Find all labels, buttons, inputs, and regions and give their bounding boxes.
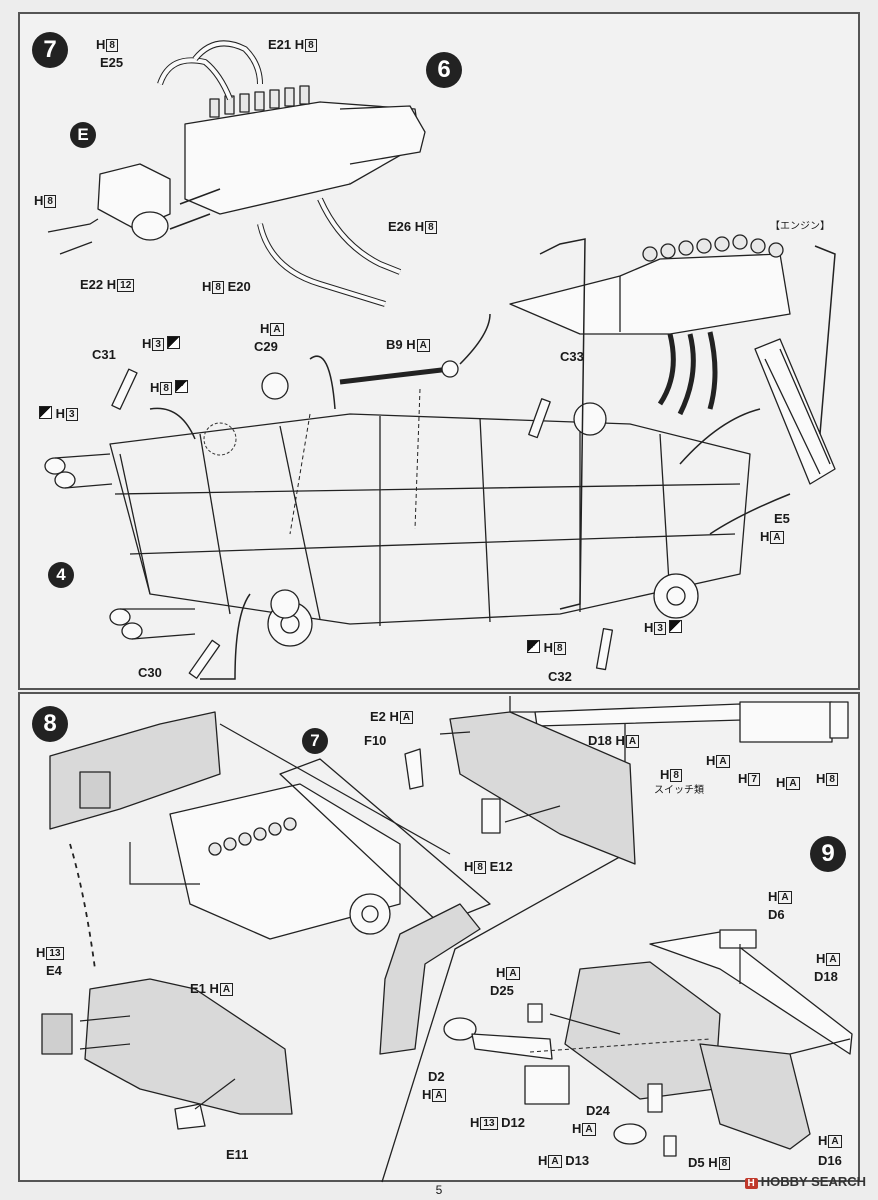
part-label-e5: E5 (774, 511, 790, 526)
step-7-marker: 7 (32, 32, 68, 68)
subassembly-4-marker: 4 (48, 562, 74, 588)
part-label-e4: E4 (46, 963, 62, 978)
page-number: 5 (435, 1183, 443, 1197)
part-label-c31: C31 (92, 347, 116, 362)
step-8-marker: 8 (32, 706, 68, 742)
step-7-illustration (44, 40, 836, 680)
paint-icon (174, 380, 188, 393)
part-label-c32: C32 (548, 669, 572, 684)
engine-label: 【エンジン】 (770, 221, 830, 232)
subassembly-e-marker: E (70, 122, 96, 148)
paint-icon (166, 336, 180, 349)
part-label-d16: D16 (818, 1153, 842, 1168)
part-label-c33: C33 (560, 349, 584, 364)
subassembly-7-marker: 7 (302, 728, 328, 754)
part-label-f10: F10 (364, 733, 387, 748)
part-label-e11: E11 (226, 1147, 249, 1162)
part-label-d6: D6 (768, 907, 785, 922)
part-label-e25: E25 (100, 55, 124, 70)
watermark-logo-icon: H (744, 1178, 758, 1189)
part-label-c29: C29 (254, 339, 278, 354)
paint-icon (668, 620, 682, 633)
subassembly-6-marker: 6 (426, 52, 462, 88)
part-label-d25: D25 (490, 983, 514, 998)
paint-icon (527, 640, 540, 653)
paint-icon (39, 406, 52, 419)
part-label-d24: D24 (586, 1103, 610, 1118)
switch-label: スイッチ類 (654, 785, 704, 796)
part-label-c30: C30 (138, 665, 162, 680)
part-label-d18: D18 (814, 969, 838, 984)
step-9-marker: 9 (810, 836, 846, 872)
step-8-9-illustration (41, 696, 853, 1183)
part-label-d2: D2 (428, 1069, 445, 1084)
